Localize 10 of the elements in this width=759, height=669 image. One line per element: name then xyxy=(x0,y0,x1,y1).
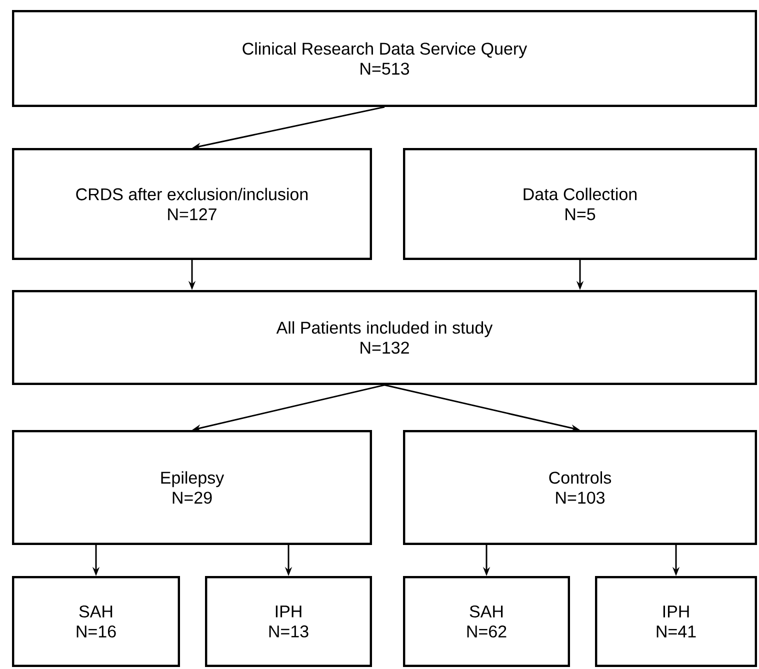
process-box: SAH N=62 xyxy=(403,576,570,667)
process-box: IPH N=13 xyxy=(205,576,372,667)
process-box: All Patients included in study N=132 xyxy=(12,290,758,385)
process-box: Epilepsy N=29 xyxy=(12,430,372,545)
process-box: Data Collection N=5 xyxy=(403,148,758,260)
process-box: IPH N=41 xyxy=(595,576,758,667)
process-box: Clinical Research Data Service Query N=513 xyxy=(12,10,758,107)
process-box: SAH N=16 xyxy=(12,576,180,667)
process-box: Controls N=103 xyxy=(403,430,758,545)
process-box: CRDS after exclusion/inclusion N=127 xyxy=(12,148,372,260)
